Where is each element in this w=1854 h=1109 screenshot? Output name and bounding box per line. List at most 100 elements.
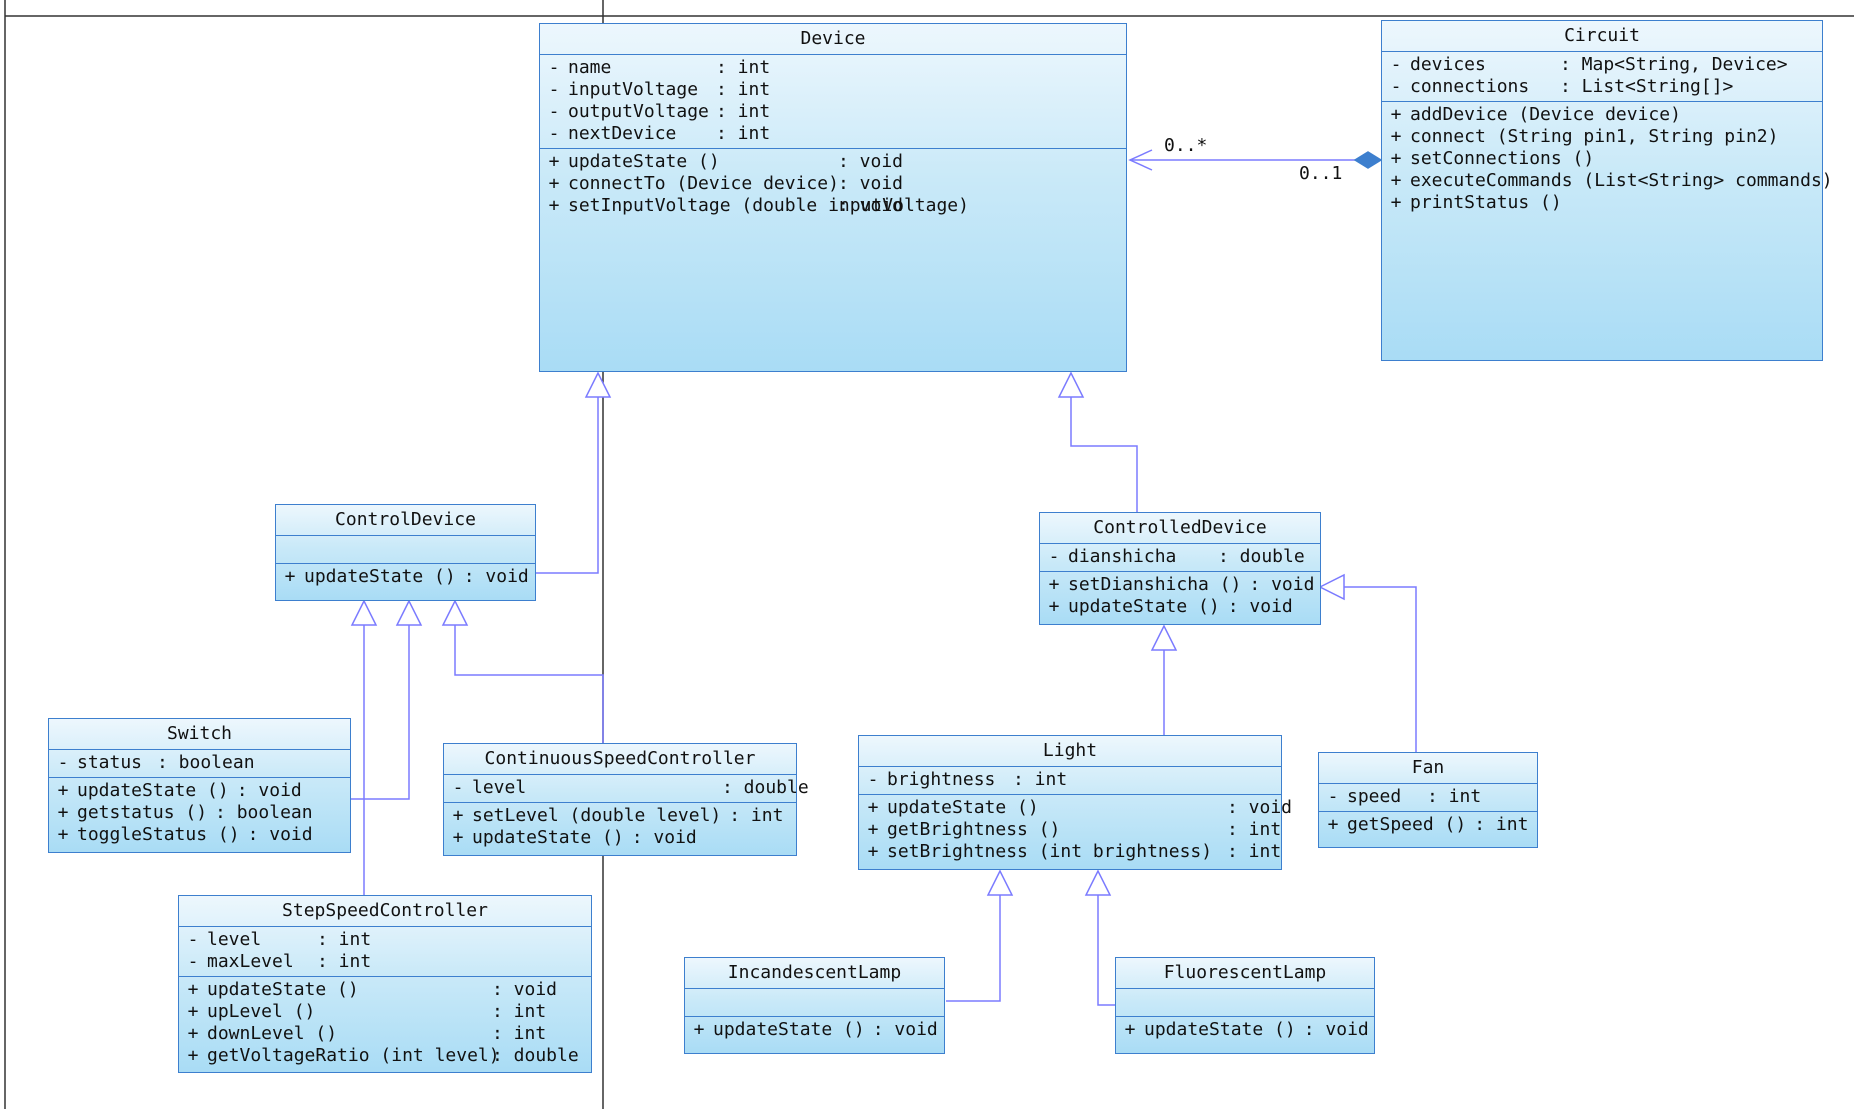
- attribute-row[interactable]: -inputVoltage: int: [540, 79, 1126, 101]
- operation-row[interactable]: +updateState (): void: [540, 151, 1126, 173]
- attribute-row[interactable]: -brightness: int: [859, 769, 1281, 791]
- operation-row[interactable]: +connect (String pin1, String pin2): [1382, 126, 1822, 148]
- operation-row[interactable]: +connectTo (Device device): void: [540, 173, 1126, 195]
- attribute-name: outputVoltage: [568, 101, 709, 122]
- attribute-row[interactable]: -dianshicha: double: [1040, 546, 1320, 568]
- class-name: StepSpeedController: [179, 896, 591, 927]
- class-fan[interactable]: Fan-speed: int +getSpeed (): int: [1318, 752, 1538, 848]
- operation-signature: toggleStatus (): [77, 824, 240, 845]
- attribute-row[interactable]: -connections: List<String[]>: [1382, 76, 1822, 98]
- operation-signature: getBrightness (): [887, 819, 1061, 840]
- attribute-row[interactable]: -status: boolean: [49, 752, 350, 774]
- visibility-marker: +: [548, 195, 560, 216]
- attribute-name: level: [472, 777, 527, 798]
- operation-signature: getVoltageRatio (int level): [207, 1045, 500, 1066]
- operation-row[interactable]: +updateState (): void: [859, 797, 1292, 819]
- type-label: : int: [317, 951, 372, 972]
- operation-row[interactable]: +getVoltageRatio (int level): double: [179, 1045, 591, 1067]
- class-light[interactable]: Light-brightness: int +updateState (): vo…: [858, 735, 1292, 870]
- generalization-edge-fan-controlleddevice[interactable]: [1344, 586, 1417, 752]
- operation-row[interactable]: +downLevel (): int: [179, 1023, 591, 1045]
- visibility-marker: -: [548, 79, 560, 100]
- class-incandescent-lamp[interactable]: IncandescentLamp+updateState (): void: [684, 957, 945, 1054]
- operation-row[interactable]: +setLevel (double level): int: [444, 805, 796, 827]
- operation-row[interactable]: +updateState (): void: [1116, 1019, 1374, 1041]
- generalization-edge-continuousspeedcontroller-controldevice[interactable]: [454, 625, 604, 743]
- class-name: ControlledDevice: [1040, 513, 1320, 544]
- visibility-marker: +: [1390, 148, 1402, 169]
- attribute-row[interactable]: -level: double: [444, 777, 809, 799]
- operation-row[interactable]: +updateState (): void: [685, 1019, 944, 1041]
- attribute-row[interactable]: -nextDevice: int: [540, 123, 1126, 145]
- visibility-marker: +: [57, 802, 69, 823]
- visibility-marker: -: [1390, 54, 1402, 75]
- class-control-device[interactable]: ControlDevice+updateState (): void: [275, 504, 536, 601]
- visibility-marker: +: [57, 824, 69, 845]
- operation-row[interactable]: +getstatus (): boolean: [49, 802, 350, 824]
- operations-section: +updateState (): void+getBrightness (): …: [859, 795, 1292, 866]
- operation-signature: upLevel (): [207, 1001, 316, 1022]
- attribute-row[interactable]: -maxLevel: int: [179, 951, 591, 973]
- generalization-edge-controldevice-device[interactable]: [536, 397, 599, 574]
- attribute-row[interactable]: -speed: int: [1319, 786, 1537, 808]
- operation-row[interactable]: +setConnections (): [1382, 148, 1822, 170]
- class-continuous-speed-controller[interactable]: ContinuousSpeedController-level: double+…: [443, 743, 809, 856]
- generalization-edge-controlleddevice-device[interactable]: [1070, 397, 1138, 512]
- operation-row[interactable]: +setBrightness (int brightness): int: [859, 841, 1282, 863]
- attributes-section: -status: boolean: [49, 750, 350, 778]
- operation-row[interactable]: +updateState (): void: [444, 827, 796, 849]
- operation-signature: updateState (): [713, 1019, 865, 1040]
- visibility-marker: +: [867, 841, 879, 862]
- operation-row[interactable]: +updateState (): void: [179, 979, 591, 1001]
- operation-row[interactable]: +updateState (): void: [49, 780, 350, 802]
- attribute-row[interactable]: -outputVoltage: int: [540, 101, 1126, 123]
- generalization-edge-switch-controldevice[interactable]: [350, 625, 410, 800]
- visibility-marker: +: [548, 173, 560, 194]
- operation-signature: updateState (): [77, 780, 229, 801]
- class-name: Light: [859, 736, 1281, 767]
- visibility-marker: +: [452, 827, 464, 848]
- operation-row[interactable]: +setDianshicha (): void: [1040, 574, 1320, 596]
- visibility-marker: +: [1390, 104, 1402, 125]
- class-circuit[interactable]: Circuit-devices: Map<String, Device>-con…: [1381, 20, 1833, 361]
- operation-signature: setLevel (double level): [472, 805, 722, 826]
- operation-row[interactable]: +updateState (): void: [276, 566, 535, 588]
- attribute-row[interactable]: -name: int: [540, 57, 1126, 79]
- operation-row[interactable]: +toggleStatus (): void: [49, 824, 350, 846]
- operation-row[interactable]: +updateState (): void: [1040, 596, 1320, 618]
- attribute-row[interactable]: -devices: Map<String, Device>: [1382, 54, 1822, 76]
- operation-row[interactable]: +getBrightness (): int: [859, 819, 1282, 841]
- type-label: : void: [1227, 797, 1293, 818]
- type-label: : void: [631, 827, 697, 848]
- operation-row[interactable]: +printStatus (): [1382, 192, 1822, 214]
- class-name: Fan: [1319, 753, 1537, 784]
- attributes-section: -devices: Map<String, Device>-connection…: [1382, 52, 1822, 102]
- attributes-section: -level: int-maxLevel: int: [179, 927, 591, 977]
- operation-row[interactable]: +getSpeed (): int: [1319, 814, 1537, 836]
- attribute-name: dianshicha: [1068, 546, 1177, 567]
- operation-row[interactable]: +upLevel (): int: [179, 1001, 591, 1023]
- operations-section: +updateState (): void: [276, 564, 535, 591]
- operation-row[interactable]: +setInputVoltage (double inputVoltage): …: [540, 195, 1126, 217]
- class-fluorescent-lamp[interactable]: FluorescentLamp+updateState (): void: [1115, 957, 1375, 1054]
- attribute-row[interactable]: -level: int: [179, 929, 591, 951]
- class-name: Circuit: [1382, 21, 1822, 52]
- attributes-section: -brightness: int: [859, 767, 1281, 795]
- type-label: : void: [236, 780, 302, 801]
- class-switch[interactable]: Switch-status: boolean+updateState (): v…: [48, 718, 351, 853]
- visibility-marker: +: [548, 151, 560, 172]
- class-step-speed-controller[interactable]: StepSpeedController-level: int-maxLevel:…: [178, 895, 592, 1073]
- generalization-edge-incandescentlamp-light[interactable]: [946, 895, 1001, 1002]
- attribute-name: maxLevel: [207, 951, 294, 972]
- operation-row[interactable]: +addDevice (Device device): [1382, 104, 1822, 126]
- class-controlled-device[interactable]: ControlledDevice-dianshicha: double +setD…: [1039, 512, 1321, 625]
- attribute-name: level: [207, 929, 262, 950]
- class-device[interactable]: Device-name: int-inputVoltage: int-outpu…: [539, 23, 1127, 372]
- generalization-edge-fluorescentlamp-light[interactable]: [1097, 895, 1115, 1006]
- type-label: : void: [492, 979, 558, 1000]
- visibility-marker: -: [1048, 546, 1060, 567]
- visibility-marker: +: [1048, 596, 1060, 617]
- operation-row[interactable]: +executeCommands (List<String> commands): [1382, 170, 1833, 192]
- attribute-name: brightness: [887, 769, 996, 790]
- type-label: : void: [838, 173, 904, 194]
